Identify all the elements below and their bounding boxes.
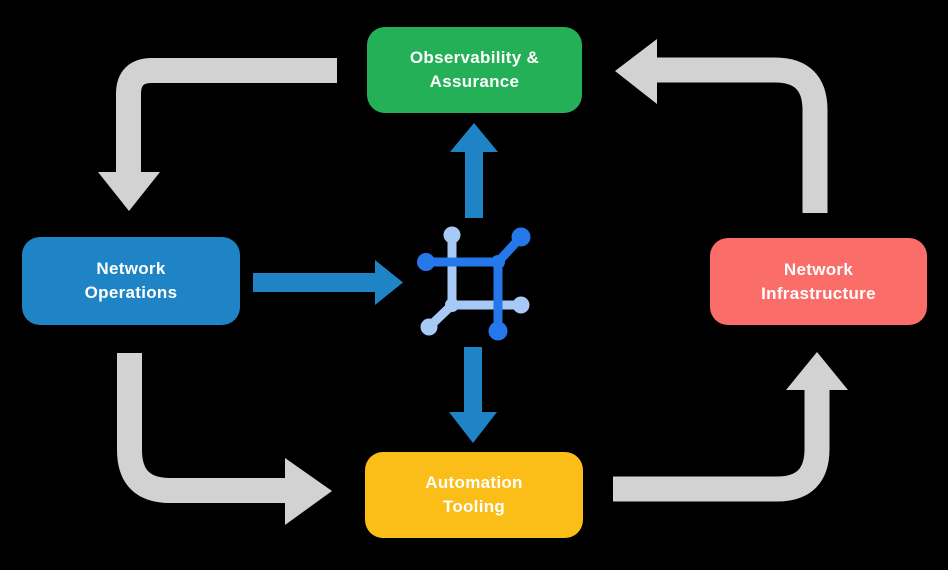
node-label: Observability & Assurance (409, 48, 540, 91)
node-observability-assurance: Observability & Assurance (367, 27, 582, 113)
network-mesh-icon (417, 226, 531, 341)
arrow-observability-to-operations (98, 58, 337, 211)
node-label: Automation Tooling (425, 473, 523, 516)
arrow-automation-to-infrastructure (613, 352, 848, 502)
node-network-infrastructure: Network Infrastructure (710, 238, 927, 325)
node-label: Network Infrastructure (761, 259, 876, 303)
arrow-infrastructure-to-observability (615, 39, 828, 213)
arrow-operations-to-icon (253, 260, 403, 305)
node-label: Network Operations (84, 259, 178, 302)
node-automation-tooling: Automation Tooling (365, 452, 583, 538)
arrow-operations-to-automation (117, 353, 332, 525)
arrow-icon-to-automation (449, 347, 497, 443)
node-network-operations: Network Operations (22, 237, 240, 325)
arrow-icon-to-observability (450, 123, 498, 218)
